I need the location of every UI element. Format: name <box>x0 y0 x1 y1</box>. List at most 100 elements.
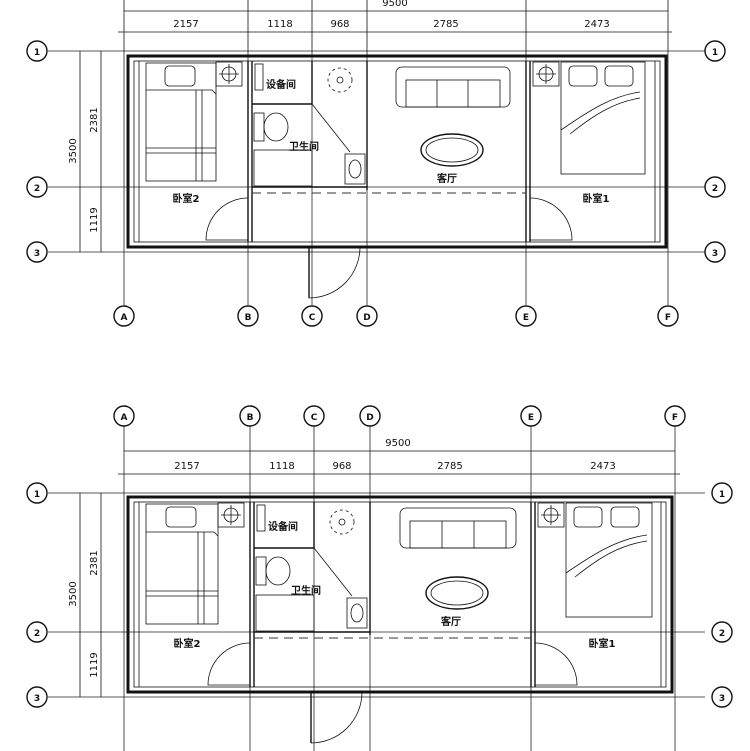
room-label-living: 客厅 <box>440 615 461 628</box>
svg-text:E: E <box>528 413 534 423</box>
bed-icon <box>145 503 219 625</box>
axis-bubble-column: C <box>301 305 323 327</box>
room-label-equipment: 设备间 <box>268 520 298 533</box>
nightstand-lamp-icon <box>537 502 565 528</box>
axis-bubble-column: F <box>657 305 679 327</box>
toilet-icon <box>253 112 289 142</box>
svg-text:B: B <box>247 413 254 423</box>
axis-bubble-row: 3 <box>26 686 48 708</box>
lower-height-label: 1119 <box>89 207 100 232</box>
upper-height-label: 2381 <box>89 550 100 575</box>
svg-text:F: F <box>672 413 678 423</box>
sofa-icon <box>395 66 511 108</box>
axis-bubble-row: 2 <box>26 176 48 198</box>
axis-bubble-row: 3 <box>711 686 733 708</box>
column-dimension-label: 2157 <box>174 461 199 472</box>
shower-area <box>255 594 315 632</box>
column-dimension-label: 2785 <box>437 461 462 472</box>
total-dimension-label: 9500 <box>382 0 407 9</box>
axis-bubble-column: E <box>520 405 542 427</box>
sink-icon <box>344 153 366 185</box>
outer-wall <box>126 54 668 249</box>
column-dimension-label: 1118 <box>269 461 294 472</box>
bed-icon <box>565 502 653 618</box>
room-label-bedroom2: 卧室2 <box>173 192 200 205</box>
axis-bubble-column: D <box>359 405 381 427</box>
svg-text:E: E <box>523 313 529 323</box>
axis-bubble-row: 2 <box>704 176 726 198</box>
svg-text:3: 3 <box>712 249 718 259</box>
floor-plan-top: 9500 2157 1118 968 2785 2473 3500 <box>26 0 726 327</box>
total-height-label: 3500 <box>68 581 79 606</box>
axis-bubble-column: A <box>113 305 135 327</box>
total-height-label: 3500 <box>68 138 79 163</box>
svg-text:B: B <box>245 313 252 323</box>
axis-bubble-column: C <box>303 405 325 427</box>
column-dimension-label: 2157 <box>173 19 198 30</box>
svg-text:3: 3 <box>719 694 725 704</box>
bed-icon <box>145 62 217 182</box>
svg-text:3: 3 <box>34 694 40 704</box>
door-swing-icon <box>529 197 573 241</box>
total-dimension-label: 9500 <box>385 438 410 449</box>
lower-height-label: 1119 <box>89 652 100 677</box>
axis-bubble-row: 1 <box>26 482 48 504</box>
door-swing-icon <box>205 197 249 241</box>
column-dimension-label: 1118 <box>267 19 292 30</box>
floor-plan-bottom: A B C D E F 9500 2157 1118 968 2785 2473 <box>26 405 733 751</box>
axis-bubble-row: 1 <box>711 482 733 504</box>
toilet-icon <box>255 556 291 586</box>
room-label-bedroom1: 卧室1 <box>589 637 616 650</box>
room-label-bathroom: 卫生间 <box>291 584 321 597</box>
nightstand-lamp-icon <box>217 502 245 528</box>
svg-text:1: 1 <box>719 490 725 500</box>
svg-text:2: 2 <box>719 629 725 639</box>
inner-wall-line <box>133 501 667 688</box>
room-label-living: 客厅 <box>436 172 457 185</box>
door-swing-icon <box>534 642 578 686</box>
column-dimension-label: 2473 <box>584 19 609 30</box>
column-dimension-label: 968 <box>330 19 349 30</box>
door-swing-icon <box>207 642 251 686</box>
axis-bubble-column: D <box>356 305 378 327</box>
svg-text:C: C <box>311 413 318 423</box>
axis-bubble-row: 1 <box>26 40 48 62</box>
shower-area <box>253 149 313 187</box>
inner-wall-line <box>133 60 661 243</box>
entry-door-icon <box>310 691 363 744</box>
equipment-icon <box>256 504 266 532</box>
axis-bubble-column: F <box>664 405 686 427</box>
nightstand-lamp-icon <box>532 61 560 87</box>
axis-bubble-row: 1 <box>704 40 726 62</box>
axis-bubble-row: 3 <box>704 241 726 263</box>
svg-text:A: A <box>121 313 128 323</box>
axis-bubble-column: B <box>239 405 261 427</box>
svg-text:3: 3 <box>34 249 40 259</box>
axis-bubble-row: 2 <box>711 621 733 643</box>
axis-bubble-column: E <box>515 305 537 327</box>
svg-text:D: D <box>366 413 373 423</box>
axis-bubble-column: B <box>237 305 259 327</box>
equipment-icon <box>254 63 264 91</box>
svg-text:2: 2 <box>34 629 40 639</box>
sink-icon <box>346 597 368 629</box>
svg-text:D: D <box>363 313 370 323</box>
axis-bubble-row: 2 <box>26 621 48 643</box>
room-label-bedroom1: 卧室1 <box>583 192 610 205</box>
nightstand-lamp-icon <box>215 61 243 87</box>
room-label-equipment: 设备间 <box>266 78 296 91</box>
coffee-table-icon <box>420 133 484 167</box>
svg-text:2: 2 <box>34 184 40 194</box>
room-label-bathroom: 卫生间 <box>289 140 319 153</box>
upper-height-label: 2381 <box>89 107 100 132</box>
svg-text:F: F <box>665 313 671 323</box>
ceiling-light-icon <box>327 67 353 93</box>
svg-text:C: C <box>309 313 316 323</box>
column-dimension-label: 2473 <box>590 461 615 472</box>
bed-icon <box>560 61 646 175</box>
svg-text:1: 1 <box>34 490 40 500</box>
room-label-bedroom2: 卧室2 <box>174 637 201 650</box>
svg-text:1: 1 <box>34 48 40 58</box>
column-dimension-label: 968 <box>332 461 351 472</box>
